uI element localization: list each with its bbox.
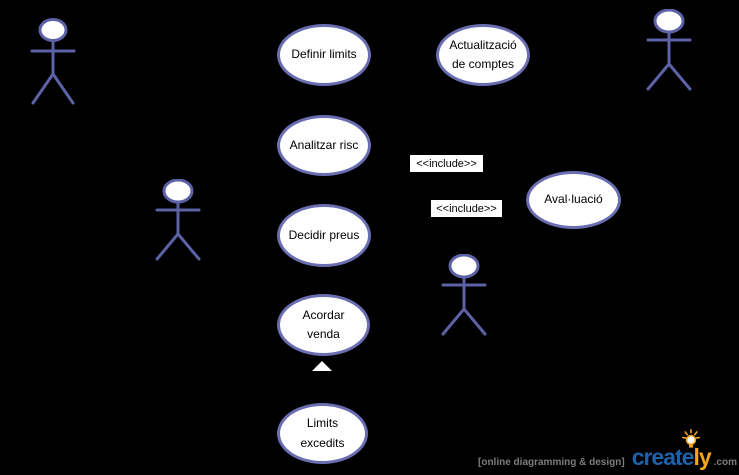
include-label-2[interactable]: <<include>>	[431, 200, 502, 217]
usecase-label: Acordar venda	[302, 307, 345, 341]
watermark-tagline: [online diagramming & design]	[478, 457, 625, 468]
usecase-label: Decidir preus	[288, 227, 360, 242]
usecase-decidir-preus[interactable]: Decidir preus	[277, 204, 371, 267]
usecase-limits-excedits[interactable]: Limits excedits	[277, 403, 368, 464]
generalization-arrowhead-icon[interactable]	[312, 361, 332, 371]
creately-brand-part-1: create	[631, 444, 695, 470]
usecase-definir-limits[interactable]: Definir limits	[277, 24, 371, 86]
stick-figure-icon	[642, 9, 696, 91]
actor-top-right[interactable]	[642, 9, 696, 91]
watermark: [online diagramming & design] creately	[478, 429, 737, 470]
actor-middle-left[interactable]	[151, 179, 205, 261]
include-label-text: <<include>>	[416, 157, 477, 170]
creately-logo[interactable]: creately	[631, 429, 712, 470]
lightbulb-icon	[681, 429, 701, 453]
creately-brand-part-2: ly	[693, 444, 711, 470]
usecase-label: Definir limits	[291, 47, 357, 62]
actor-bottom-middle[interactable]	[437, 254, 491, 336]
usecase-aval-luacio[interactable]: Aval·luació	[526, 171, 621, 229]
include-label-text: <<include>>	[436, 202, 497, 215]
stick-figure-icon	[437, 254, 491, 336]
usecase-label: Limits excedits	[300, 416, 345, 450]
usecase-label: Aval·luació	[544, 192, 603, 207]
usecase-acordar-venda[interactable]: Acordar venda	[277, 294, 370, 356]
stick-figure-icon	[26, 18, 80, 106]
usecase-actualitzacio-de-comptes[interactable]: Actualització de comptes	[436, 24, 530, 86]
usecase-analitzar-risc[interactable]: Analitzar risc	[277, 115, 371, 176]
creately-domain-suffix: .com	[713, 457, 737, 468]
usecase-label: Analitzar risc	[289, 137, 359, 152]
include-label-1[interactable]: <<include>>	[410, 155, 483, 172]
actor-top-left[interactable]	[26, 18, 80, 106]
stick-figure-icon	[151, 179, 205, 261]
usecase-label: Actualització de comptes	[449, 37, 517, 71]
